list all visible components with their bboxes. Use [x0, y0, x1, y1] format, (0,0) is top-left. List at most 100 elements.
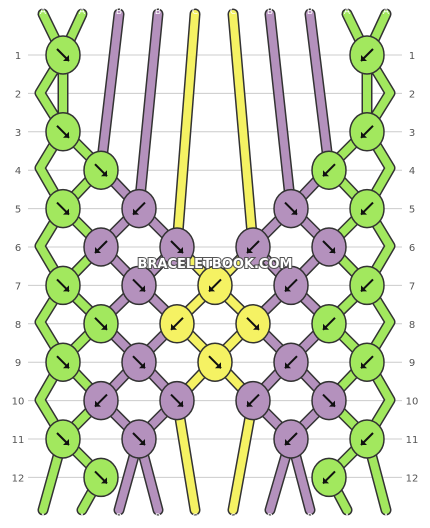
knot [121, 188, 157, 229]
arrow-head-icon [63, 55, 69, 61]
row-number-left: 6 [15, 243, 21, 254]
strand-b-2 [135, 10, 162, 212]
row-number-right: 5 [409, 205, 415, 216]
knot [235, 380, 271, 421]
row-number-right: 6 [409, 243, 415, 254]
arrow-head-icon [209, 285, 215, 292]
strand-label-top: A [344, 7, 351, 17]
knot [197, 265, 233, 306]
strand-label-top: B [116, 7, 122, 17]
arrow-head-icon [63, 439, 69, 445]
strand-label-bottom: B [116, 513, 122, 523]
row-number-right: 1 [409, 51, 415, 62]
strand-label-bottom: A [40, 513, 47, 523]
arrow-head-icon [285, 285, 291, 292]
strand-label-top: A [40, 7, 47, 17]
arrow-head-icon [323, 477, 329, 484]
knot [273, 265, 309, 306]
knot [273, 342, 309, 382]
knot [349, 419, 385, 459]
strand-label-bottom: A [383, 513, 390, 523]
arrow-head-icon [291, 208, 297, 215]
arrow-head-icon [63, 285, 69, 292]
arrow-head-icon [361, 131, 367, 138]
arrow-head-icon [63, 131, 69, 138]
knot [349, 112, 385, 152]
knot [349, 342, 385, 382]
strand-label-top: A [79, 7, 86, 17]
arrow-head-icon [139, 439, 145, 445]
knot [121, 419, 157, 459]
knot [83, 457, 119, 498]
knot [45, 188, 81, 229]
arrow-head-icon [101, 170, 107, 177]
arrow-head-icon [133, 208, 139, 215]
arrow-head-icon [101, 477, 107, 484]
row-number-left: 12 [12, 473, 25, 484]
strand-c-2 [229, 10, 257, 250]
arrow-head-icon [95, 400, 101, 407]
arrow-head-icon [361, 362, 367, 369]
row-number-left: 5 [15, 205, 21, 216]
knot [311, 227, 347, 267]
arrow-head-icon [177, 247, 183, 253]
knot [45, 342, 81, 382]
row-number-left: 2 [15, 89, 21, 100]
strand-label-bottom: A [344, 513, 351, 523]
knot [311, 380, 347, 421]
knot [273, 419, 309, 459]
arrow-head-icon [361, 55, 367, 61]
knot [159, 380, 195, 421]
row-number-left: 7 [15, 281, 21, 292]
arrow-head-icon [361, 439, 367, 445]
strand-label-bottom: B [155, 513, 161, 523]
knot [45, 419, 81, 459]
knot [83, 227, 119, 267]
row-number-right: 2 [409, 89, 415, 100]
row-number-right: 10 [406, 397, 419, 408]
strand-label-top: C [192, 7, 198, 17]
knots [45, 35, 385, 498]
strand-b-4 [306, 10, 333, 172]
knot [311, 150, 347, 190]
knot [349, 265, 385, 306]
knot [311, 304, 347, 344]
knot [235, 227, 271, 267]
strand-label-top: B [155, 7, 161, 17]
arrow-head-icon [253, 323, 259, 330]
knot [349, 35, 385, 75]
arrow-head-icon [95, 247, 101, 253]
arrow-head-icon [177, 400, 183, 407]
knot [235, 304, 271, 344]
knot [45, 265, 81, 306]
strand-label-bottom: B [307, 513, 313, 523]
row-number-right: 12 [406, 473, 419, 484]
arrow-head-icon [247, 247, 253, 253]
arrow-head-icon [63, 362, 69, 369]
row-number-left: 11 [12, 435, 25, 446]
knot [45, 35, 81, 75]
arrow-head-icon [285, 362, 291, 369]
strand-label-top: C [230, 7, 236, 17]
strand-label-bottom: C [230, 513, 236, 523]
row-number-left: 10 [12, 397, 25, 408]
knot [197, 342, 233, 382]
strand-label-bottom: B [267, 513, 273, 523]
strand-b-1 [97, 10, 123, 172]
row-number-left: 8 [15, 320, 21, 331]
knot [83, 150, 119, 190]
strand-label-bottom: C [192, 513, 198, 523]
knot [159, 304, 195, 344]
arrow-head-icon [139, 285, 145, 292]
row-number-right: 8 [409, 320, 415, 331]
row-number-left: 3 [15, 128, 21, 139]
arrow-head-icon [101, 323, 107, 330]
strand-c-1 [173, 10, 199, 250]
row-number-left: 4 [15, 166, 21, 177]
strand-label-top: B [307, 7, 313, 17]
knot [159, 227, 195, 267]
